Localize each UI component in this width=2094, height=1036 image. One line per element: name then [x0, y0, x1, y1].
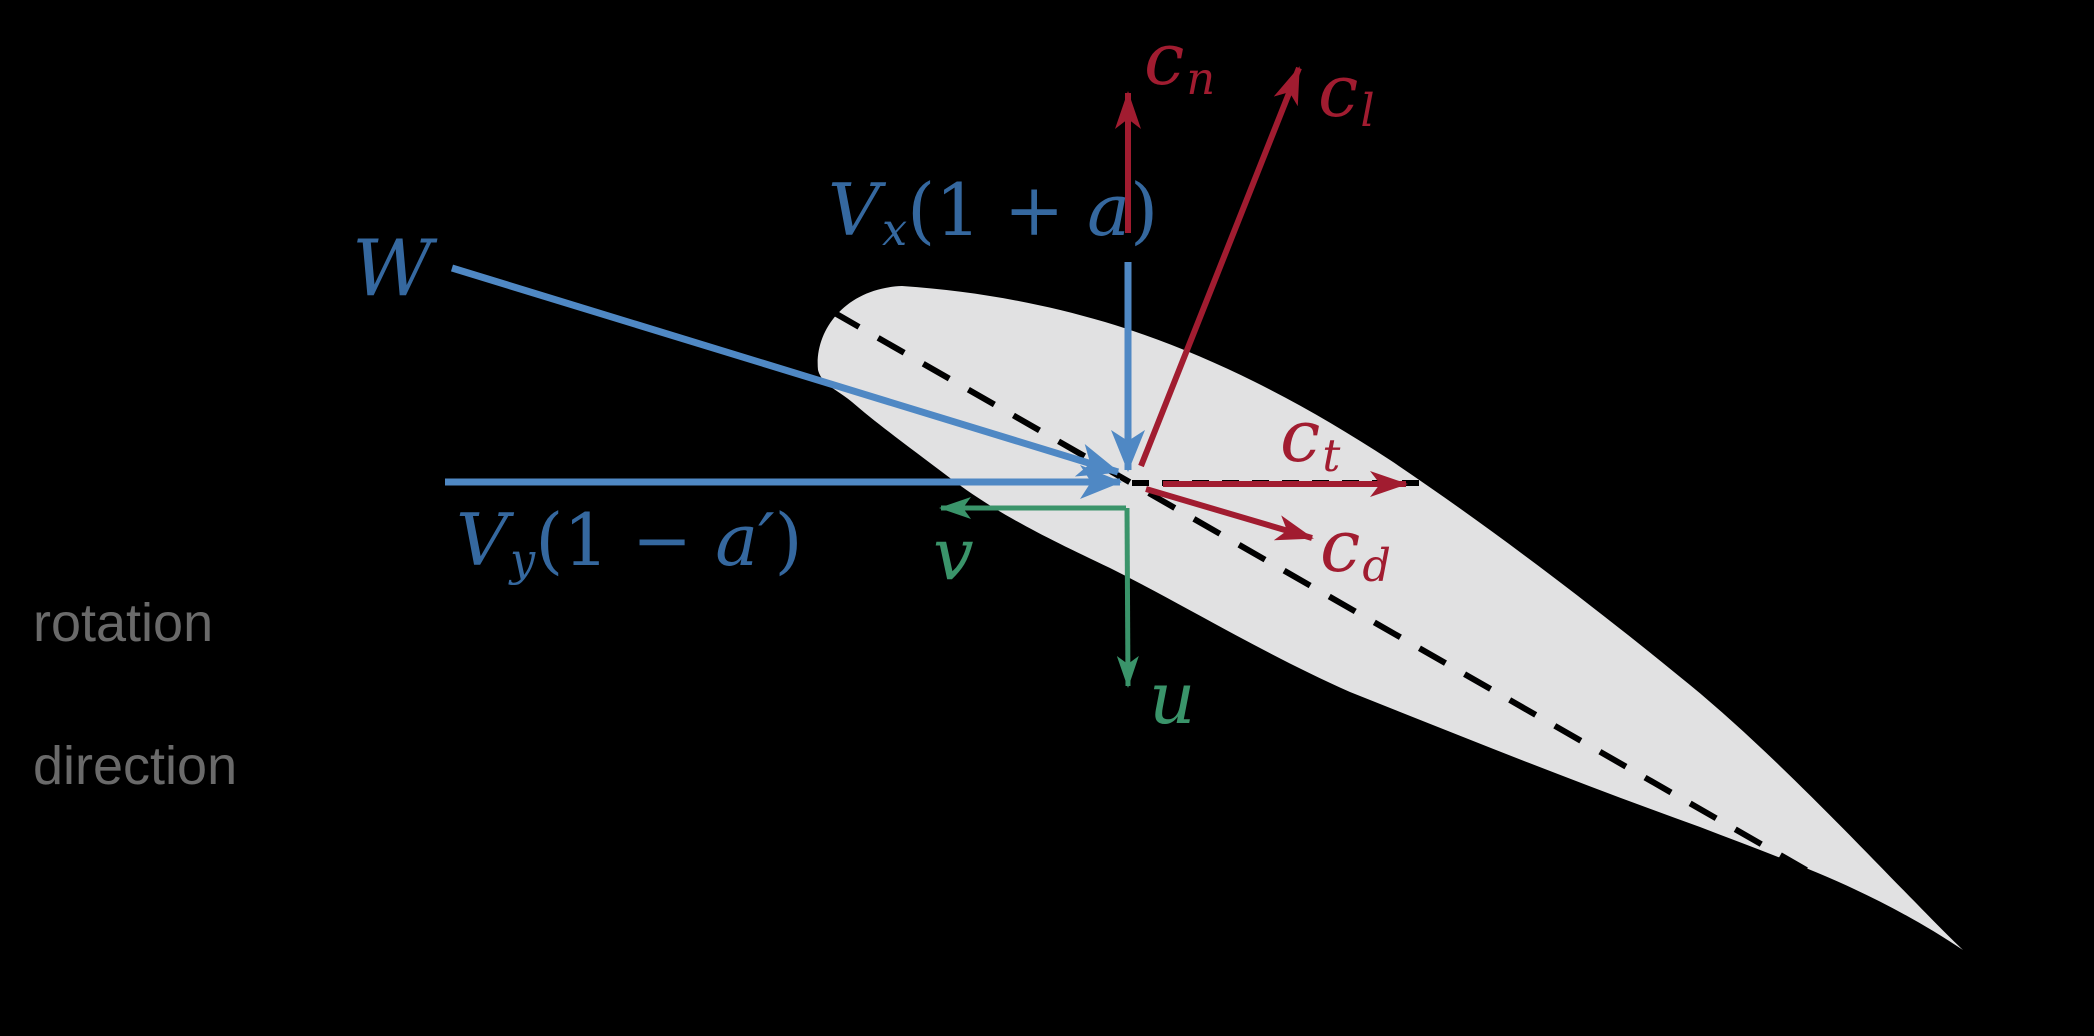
cl-subscript: l	[1360, 84, 1375, 137]
rotation-note-line1: rotation	[33, 592, 214, 653]
cd-base: c	[1320, 504, 1361, 588]
label-cd-drag-coefficient: cd	[1320, 510, 1391, 588]
ct-base: c	[1280, 394, 1321, 478]
vx-open-paren: (1 +	[907, 168, 1088, 252]
label-v-induced-velocity: v	[933, 518, 974, 590]
w-relative-wind-arrow	[450, 264, 1120, 477]
cn-subscript: n	[1186, 52, 1216, 105]
vy-induction-factor: a′	[715, 498, 775, 582]
label-vx-axial-velocity: Vx(1 + a)	[828, 174, 1158, 252]
cd-drag-force-arrow	[1145, 486, 1314, 541]
rotation-direction-note: rotation direction	[33, 516, 237, 875]
cn-base: c	[1144, 17, 1185, 101]
rotation-note-line2: direction	[33, 736, 238, 797]
chord-dashed-line	[831, 309, 1817, 878]
vy-subscript: y	[510, 533, 536, 586]
label-ct-tangential-coefficient: ct	[1280, 400, 1340, 478]
w-symbol: W	[352, 224, 433, 314]
vx-base: V	[828, 168, 880, 252]
vy-open-paren: (1 −	[535, 498, 716, 582]
vy-base: V	[456, 498, 508, 582]
label-cn-normal-coefficient: cn	[1144, 23, 1215, 101]
label-u-induced-velocity: u	[1149, 662, 1195, 734]
cd-subscript: d	[1362, 539, 1391, 592]
vx-subscript: x	[882, 203, 908, 256]
vx-induction-factor: a	[1087, 168, 1131, 252]
label-vy-tangential-velocity: Vy(1 − a′)	[456, 504, 803, 582]
airfoil-shape	[817, 286, 1963, 950]
label-cl-lift-coefficient: cl	[1318, 55, 1375, 133]
vx-close-paren: )	[1130, 168, 1159, 252]
label-w-relative-wind: W	[352, 230, 432, 308]
cl-base: c	[1318, 49, 1359, 133]
vy-close-paren: )	[774, 498, 803, 582]
u-induced-velocity-arrow	[1116, 507, 1139, 688]
ct-subscript: t	[1322, 429, 1341, 482]
cl-lift-force-arrow	[1138, 66, 1302, 468]
u-symbol: u	[1149, 656, 1196, 740]
v-symbol: v	[933, 512, 974, 596]
